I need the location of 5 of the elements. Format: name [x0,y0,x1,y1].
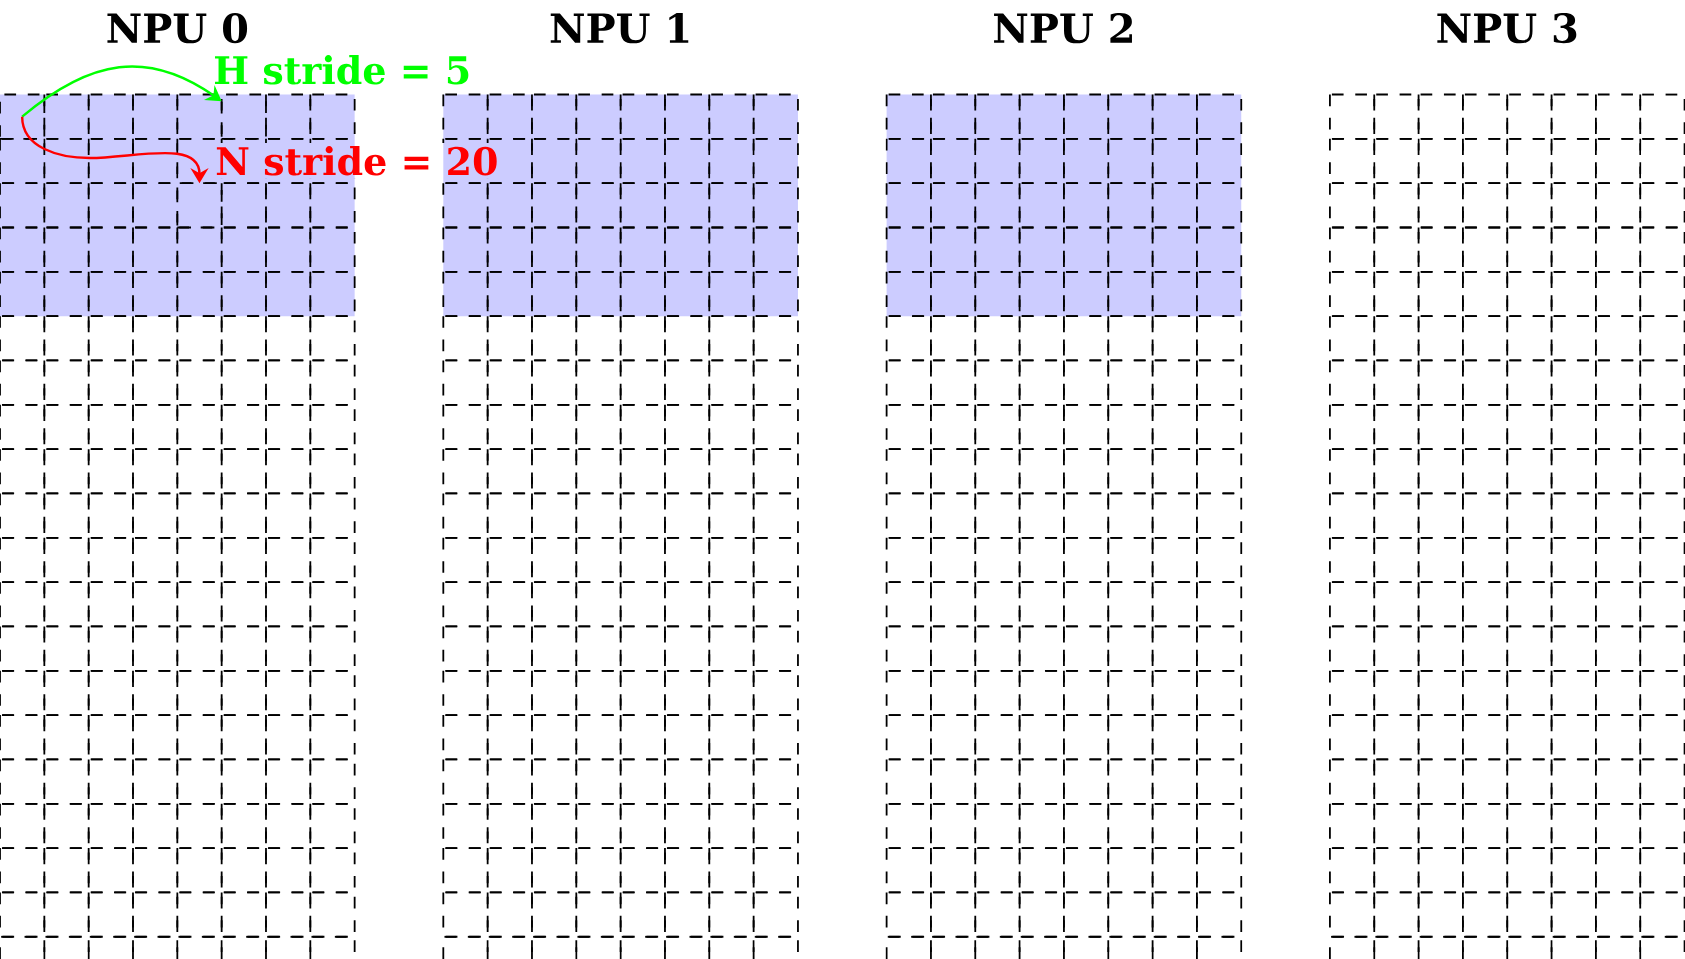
edge-label: H stride = 5 [215,55,469,85]
grid-title: NPU 1 [550,13,689,44]
grid-title: NPU 2 [994,13,1132,44]
grid-title: NPU 0 [107,13,248,44]
grid-title: NPU 3 [1437,13,1577,44]
